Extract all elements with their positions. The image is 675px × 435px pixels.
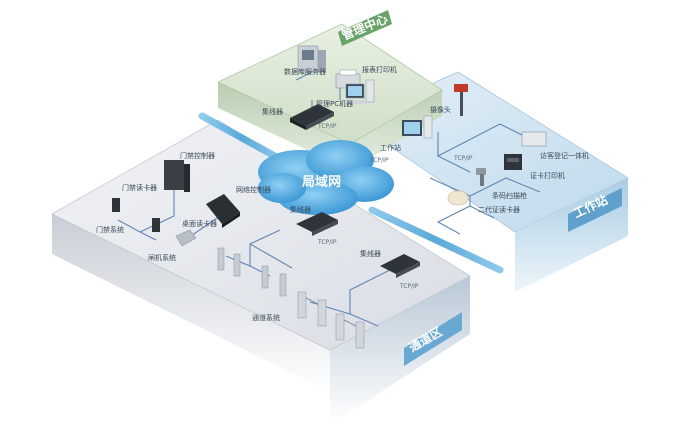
label-report-printer: 报表打印机	[362, 65, 397, 74]
lan-label: 局域网	[302, 174, 341, 190]
device-switch-mid	[296, 212, 338, 236]
label-tcp-low: TCP/IP	[399, 283, 419, 290]
device-network-controller	[206, 194, 240, 228]
label-access-system: 门禁系统	[96, 225, 124, 234]
label-certificate-printer: 证卡打印机	[530, 171, 565, 180]
device-certificate-printer	[504, 154, 522, 170]
label-barcode-scanner: 条码扫描枪	[492, 191, 527, 200]
device-switch-low	[380, 254, 420, 278]
label-tcp-work: TCP/IP	[369, 157, 389, 164]
label-db-server: 数据库服务器	[284, 67, 326, 76]
label-mgmt-pc: 管理PC机器	[316, 99, 353, 108]
backbone-lower	[368, 206, 504, 274]
device-barcode-scanner	[476, 168, 486, 186]
label-camera: 摄像头	[430, 105, 451, 114]
label-tcp-mid: TCP/IP	[317, 239, 337, 246]
zone-management-title-plate	[338, 10, 392, 46]
label-tcp-mgmt: TCP/IP	[317, 123, 337, 130]
label-channel-system: 通道系统	[252, 313, 280, 322]
device-gate-controller	[164, 160, 190, 192]
zone-channel-left-side	[52, 214, 330, 392]
device-turnstiles	[217, 247, 287, 297]
label-gate-controller: 门禁控制器	[180, 151, 215, 160]
device-visitor-machine	[521, 131, 547, 147]
device-mgmt-pc	[344, 79, 375, 104]
label-card-reader: 门禁读卡器	[122, 183, 157, 192]
device-channel-gates	[297, 291, 365, 349]
labels: 数据库服务器 报表打印机 管理PC机器 集线器 TCP/IP 门禁控制器 门禁读…	[96, 65, 589, 322]
device-switch-mgmt	[290, 104, 334, 130]
zone-channel-top	[51, 119, 471, 351]
zone-management-side	[218, 82, 442, 170]
backbone-upper	[198, 112, 286, 164]
zone-management: 管理中心	[217, 10, 443, 170]
zone-channel: 通道区	[51, 119, 471, 425]
label-switch-mgmt: 集线器	[262, 107, 283, 116]
lan-cloud: 局域网	[258, 140, 394, 215]
label-switch-low: 集线器	[360, 249, 381, 258]
zone-workstation-title-plate	[568, 188, 622, 232]
device-db-server	[297, 45, 326, 73]
label-id-reader: 二代证读卡器	[478, 205, 520, 214]
device-desktop-reader	[175, 229, 197, 247]
lan-backbone	[198, 112, 504, 274]
device-card-reader-2	[152, 218, 160, 232]
zone-channel-title-plate	[404, 312, 462, 366]
label-network-controller: 网络控制器	[236, 185, 271, 194]
device-id-reader	[447, 190, 469, 206]
label-desktop-reader: 桌面读卡器	[182, 219, 217, 228]
device-workstation-pc	[402, 115, 433, 139]
device-camera	[454, 84, 468, 116]
label-tcp-work-2: TCP/IP	[453, 155, 473, 162]
zone-channel-right-side	[330, 276, 470, 425]
label-turnstile-system: 闸机系统	[148, 253, 176, 262]
device-card-reader-1	[112, 198, 120, 212]
label-switch-mid: 集线器	[290, 205, 311, 214]
label-visitor-machine: 访客登记一体机	[540, 151, 589, 160]
zone-management-title: 管理中心	[340, 11, 390, 43]
label-workstation-pc: 工作站	[380, 143, 401, 152]
